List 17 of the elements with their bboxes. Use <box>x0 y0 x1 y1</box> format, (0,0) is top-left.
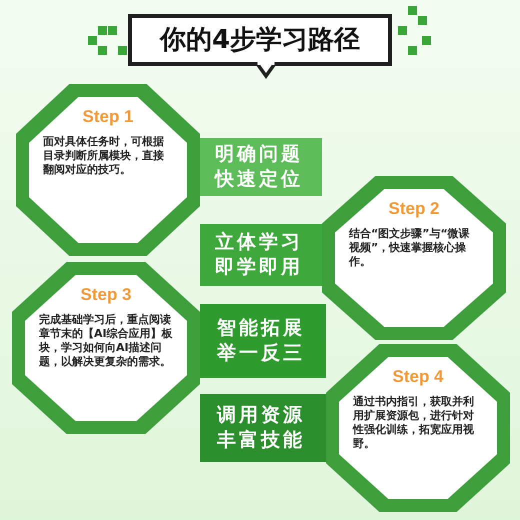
title-banner: 你的4步学习路径 <box>128 14 392 66</box>
step-heading: Step 2 <box>387 199 441 219</box>
step-heading: Step 1 <box>81 107 135 127</box>
step-text: 通过书内指引，获取并利用扩展资源包，进行针对性强化训练，拓宽应用视野。 <box>353 395 475 451</box>
octagon-card <box>322 176 506 340</box>
step-heading: Step 4 <box>391 367 445 387</box>
step-text: 完成基础学习后，重点阅读章节末的【AI综合应用】板块，学习如何向AI描述问题，以解决更复杂的需求。 <box>39 313 173 369</box>
banner-bar: 立体学习即学即用 <box>200 224 322 286</box>
banner-bar: 明确问题快速定位 <box>200 138 322 196</box>
step-heading: Step 3 <box>79 285 133 305</box>
octagon-card <box>326 344 510 512</box>
octagon-card <box>16 84 200 256</box>
banner-bar: 智能拓展举一反三 <box>200 304 326 378</box>
octagon-card <box>12 262 200 434</box>
banner-bar: 调用资源丰富技能 <box>200 394 326 462</box>
step-text: 面对具体任务时，可根据目录判断所属模块，直接翻阅对应的技巧。 <box>43 135 165 177</box>
step-text: 结合“图文步骤”与“微课视频”，快速掌握核心操作。 <box>349 227 471 269</box>
